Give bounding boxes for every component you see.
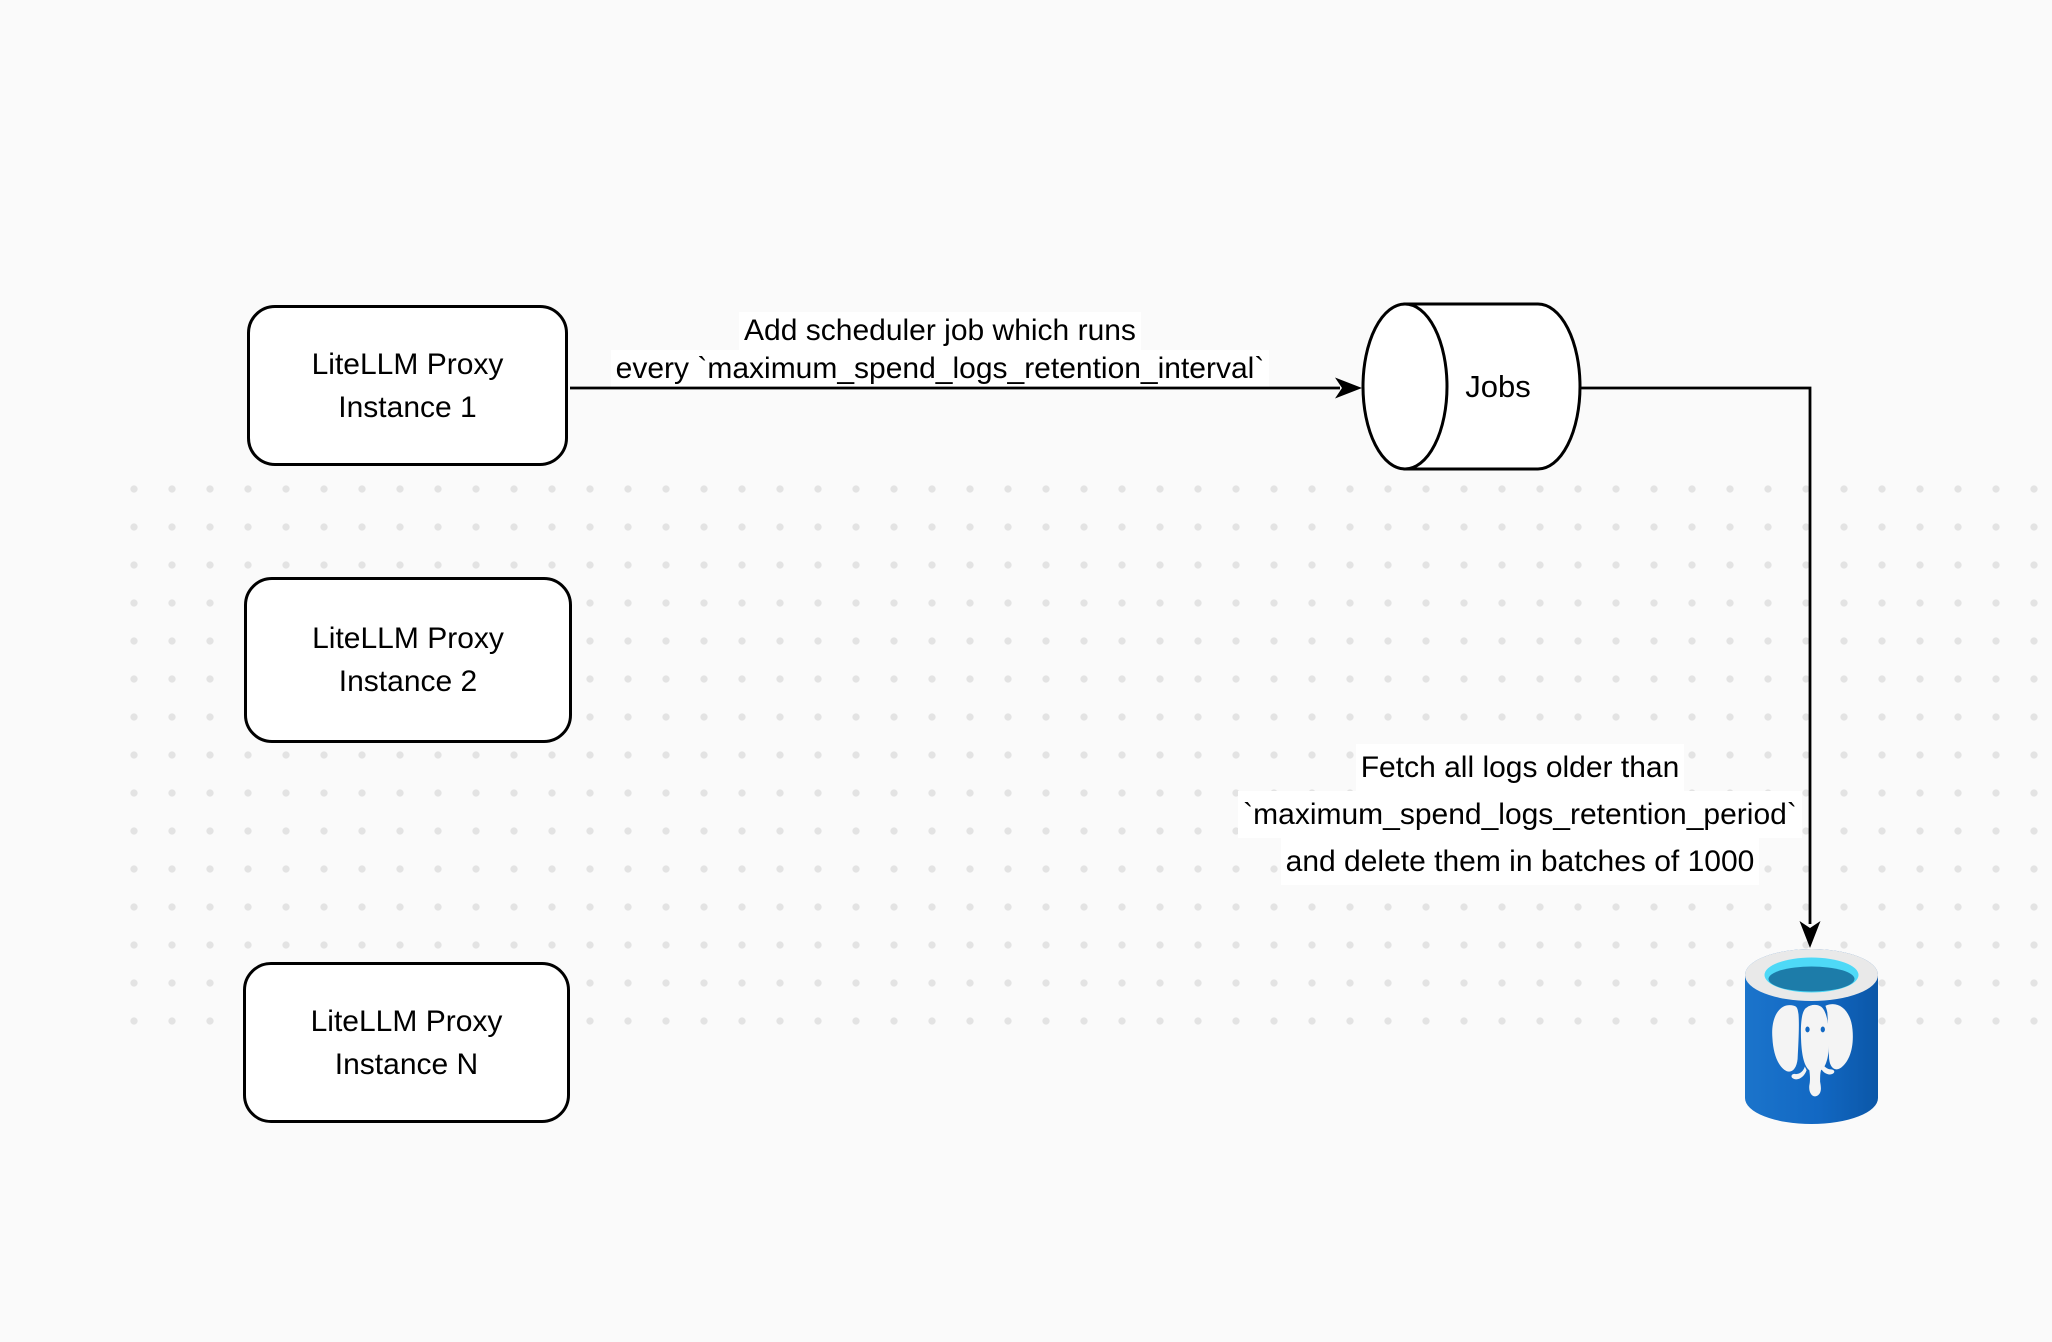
node-label-line: LiteLLM Proxy bbox=[311, 347, 504, 381]
node-label-line: Instance 2 bbox=[338, 665, 478, 698]
node-label-line: Instance 1 bbox=[338, 390, 477, 424]
edge-label-line: and delete them in batches of 1000 bbox=[1280, 838, 1760, 885]
node-label-line: Instance N bbox=[334, 1047, 479, 1081]
edge-label-line: `maximum_spend_logs_retention_period` bbox=[1238, 791, 1802, 838]
arrowhead-right-icon bbox=[1335, 377, 1362, 399]
edge-label-scheduler: Add scheduler job which runs every `maxi… bbox=[570, 312, 1310, 388]
node-litellm-proxy-instance-1: LiteLLM Proxy Instance 1 bbox=[247, 305, 568, 466]
node-litellm-proxy-instance-2: LiteLLM Proxy Instance 2 bbox=[244, 577, 572, 743]
edge-label-line: Fetch all logs older than bbox=[1355, 744, 1685, 791]
node-litellm-proxy-instance-n: LiteLLM Proxy Instance N bbox=[243, 962, 570, 1123]
edge-label-line: Add scheduler job which runs bbox=[739, 312, 1141, 350]
node-label-line: LiteLLM Proxy bbox=[310, 1004, 503, 1038]
node-label-line: LiteLLM Proxy bbox=[312, 622, 504, 655]
jobs-node-label: Jobs bbox=[1465, 369, 1531, 404]
edge-label-fetch-delete: Fetch all logs older than `maximum_spend… bbox=[1190, 744, 1850, 885]
edge-label-line: every `maximum_spend_logs_retention_inte… bbox=[610, 350, 1270, 388]
